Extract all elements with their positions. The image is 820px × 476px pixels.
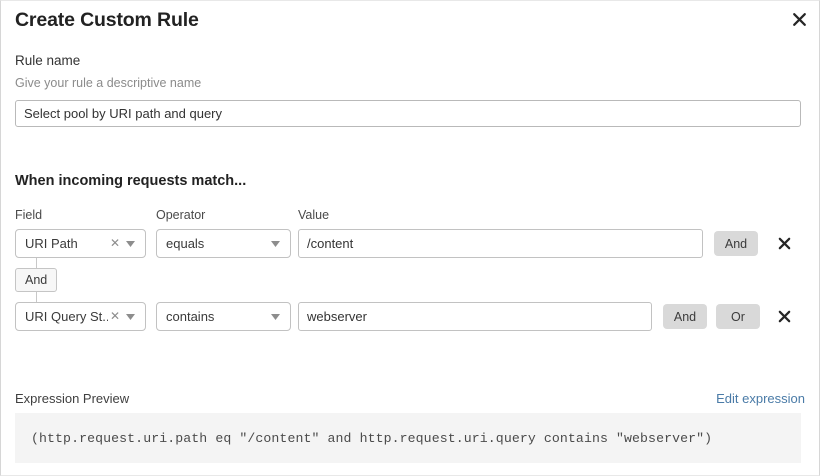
expression-preview-text: (http.request.uri.path eq "/content" and… [31,430,713,446]
rule-name-input[interactable] [15,100,801,127]
condition-connector-and-badge[interactable]: And [15,268,58,292]
condition-connector-label: And [25,273,48,287]
field-select-1[interactable]: URI Query St... ✕ [15,302,146,331]
remove-condition-button-1[interactable] [773,303,795,329]
column-header-operator: Operator [156,208,206,222]
dialog-title: Create Custom Rule [15,9,199,31]
chevron-down-icon[interactable] [271,313,280,320]
chevron-down-icon[interactable] [126,313,135,320]
match-section-heading: When incoming requests match... [15,173,247,189]
operator-select-0[interactable]: equals [156,229,291,258]
edit-expression-link[interactable]: Edit expression [716,391,805,406]
column-header-field: Field [15,208,43,222]
value-input-1[interactable] [298,302,652,331]
chevron-down-icon[interactable] [126,240,135,247]
chevron-down-icon[interactable] [271,240,280,247]
field-select-value-1: URI Query St... [25,309,108,324]
operator-select-value-0: equals [166,236,205,251]
column-header-value: Value [298,208,330,222]
field-select-0[interactable]: URI Path ✕ [15,229,146,258]
or-button-1[interactable]: Or [716,304,760,329]
operator-select-value-1: contains [166,309,215,324]
condition-row: URI Query St... ✕ contains And Or [1,302,819,332]
condition-row: URI Path ✕ equals And [1,229,819,259]
rule-name-help-text: Give your rule a descriptive name [15,76,202,90]
and-button-0[interactable]: And [714,231,758,256]
close-icon[interactable] [787,7,811,31]
value-input-0[interactable] [298,229,703,258]
expression-preview-box: (http.request.uri.path eq "/content" and… [15,413,801,463]
operator-select-1[interactable]: contains [156,302,291,331]
remove-condition-button-0[interactable] [773,230,795,256]
rule-name-label: Rule name [15,53,81,68]
field-select-value-0: URI Path [25,236,78,251]
clear-icon[interactable]: ✕ [109,236,120,250]
and-button-1[interactable]: And [663,304,707,329]
expression-preview-label: Expression Preview [15,391,130,406]
clear-icon[interactable]: ✕ [109,309,120,323]
